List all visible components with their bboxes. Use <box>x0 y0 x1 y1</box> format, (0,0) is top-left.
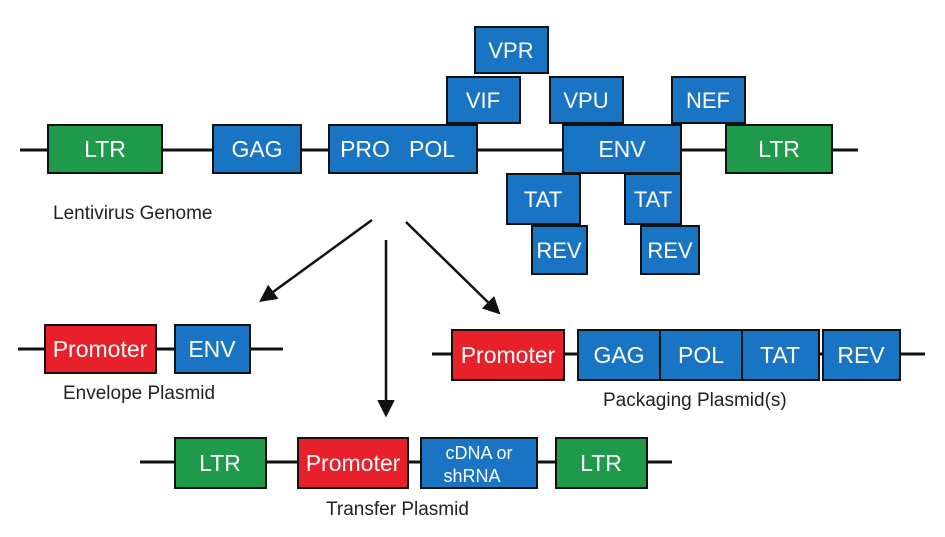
gene-rev-2: REV <box>640 225 700 275</box>
packaging-gag-label: GAG <box>593 342 644 368</box>
gene-env: ENV <box>562 124 682 174</box>
gene-rev-2-label: REV <box>647 238 693 263</box>
gene-gag: GAG <box>212 124 302 174</box>
genome-ltr-left: LTR <box>47 124 163 174</box>
envelope-promoter: Promoter <box>44 324 157 374</box>
gene-vif: VIF <box>446 76 521 124</box>
gene-rev-1-label: REV <box>536 238 582 263</box>
genome-ltr-right: LTR <box>725 124 833 174</box>
gene-tat-2: TAT <box>624 173 682 225</box>
gene-nef: NEF <box>671 76 746 124</box>
arrow-to-packaging <box>405 221 501 315</box>
transfer-insert-line2: shRNA <box>443 466 500 486</box>
gene-vpu-label: VPU <box>563 88 608 113</box>
packaging-promoter-label: Promoter <box>461 342 556 368</box>
envelope-env: ENV <box>174 324 251 374</box>
gene-vpr: VPR <box>474 26 549 74</box>
transfer-promoter: Promoter <box>297 437 409 489</box>
gene-pro-label: PRO <box>340 136 390 162</box>
packaging-caption: Packaging Plasmid(s) <box>603 390 787 411</box>
packaging-tat: TAT <box>741 329 820 381</box>
packaging-gag: GAG <box>577 329 661 381</box>
transfer-caption: Transfer Plasmid <box>326 499 469 520</box>
gene-tat-1: TAT <box>506 173 581 225</box>
envelope-promoter-label: Promoter <box>53 336 148 362</box>
genome-ltr-right-label: LTR <box>758 136 800 162</box>
envelope-env-label: ENV <box>188 336 236 362</box>
packaging-pol-label: POL <box>678 342 724 368</box>
gene-vpr-label: VPR <box>488 38 533 63</box>
transfer-insert-line1: cDNA or <box>445 443 512 463</box>
transfer-insert: cDNA or shRNA <box>420 437 538 489</box>
genome-caption: Lentivirus Genome <box>53 203 212 224</box>
gene-nef-label: NEF <box>686 88 730 113</box>
gene-pro-pol: PRO POL <box>328 124 478 174</box>
packaging-rev-label: REV <box>837 342 885 368</box>
transfer-ltr-left: LTR <box>174 437 267 489</box>
transfer-promoter-label: Promoter <box>306 450 401 476</box>
gene-tat-2-label: TAT <box>634 187 672 212</box>
transfer-ltr-right-label: LTR <box>580 450 622 476</box>
envelope-caption: Envelope Plasmid <box>63 383 215 404</box>
genome-ltr-left-label: LTR <box>84 136 126 162</box>
gene-rev-1: REV <box>531 225 588 275</box>
packaging-promoter: Promoter <box>451 329 565 381</box>
packaging-rev: REV <box>822 329 901 381</box>
transfer-ltr-right: LTR <box>555 437 648 489</box>
packaging-tat-label: TAT <box>760 342 800 368</box>
gene-gag-label: GAG <box>231 136 282 162</box>
arrow-to-envelope <box>259 218 373 303</box>
gene-vif-label: VIF <box>466 88 500 113</box>
gene-tat-1-label: TAT <box>524 187 562 212</box>
transfer-ltr-left-label: LTR <box>199 450 241 476</box>
gene-pol-label: POL <box>409 136 455 162</box>
gene-env-label: ENV <box>598 136 646 162</box>
gene-vpu: VPU <box>549 76 624 124</box>
packaging-pol: POL <box>659 329 743 381</box>
